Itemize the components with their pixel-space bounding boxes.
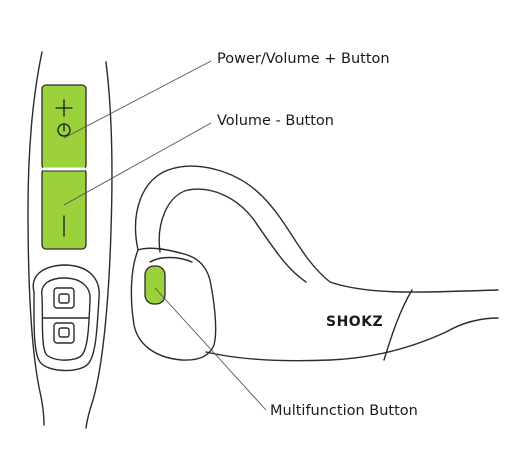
leader-lines	[63, 60, 267, 411]
power-icon	[57, 123, 71, 137]
brand-logo: SHOKZ	[326, 314, 383, 330]
port-upper	[53, 287, 75, 309]
leader-multifunction	[154, 287, 267, 411]
port-lower	[53, 322, 75, 344]
port-upper-inner	[58, 293, 70, 304]
earpiece-inner-curve	[149, 256, 193, 263]
port-lower-inner	[58, 327, 70, 338]
power-volume-plus-label: Power/Volume + Button	[217, 51, 390, 67]
hook-outer	[134, 165, 499, 293]
multifunction-label: Multifunction Button	[270, 403, 418, 419]
bottom-pod-inner	[41, 277, 91, 361]
multifunction-button[interactable]	[144, 265, 166, 305]
earpiece-view: SHOKZ	[130, 165, 499, 362]
volume-minus-button[interactable]	[41, 168, 87, 250]
arm-outer-right-edge	[85, 61, 113, 429]
leader-volume-minus	[63, 122, 212, 206]
headband-side-view	[27, 51, 113, 429]
arm-outer-left-edge	[27, 51, 45, 426]
hook-inner	[158, 188, 307, 283]
body-end-cap	[383, 289, 413, 361]
earpiece-body	[130, 247, 217, 361]
bottom-pod-housing	[32, 264, 100, 372]
volume-minus-label: Volume - Button	[217, 113, 334, 129]
band-lower	[205, 317, 499, 362]
plus-icon	[55, 99, 73, 117]
leader-power	[63, 60, 212, 139]
